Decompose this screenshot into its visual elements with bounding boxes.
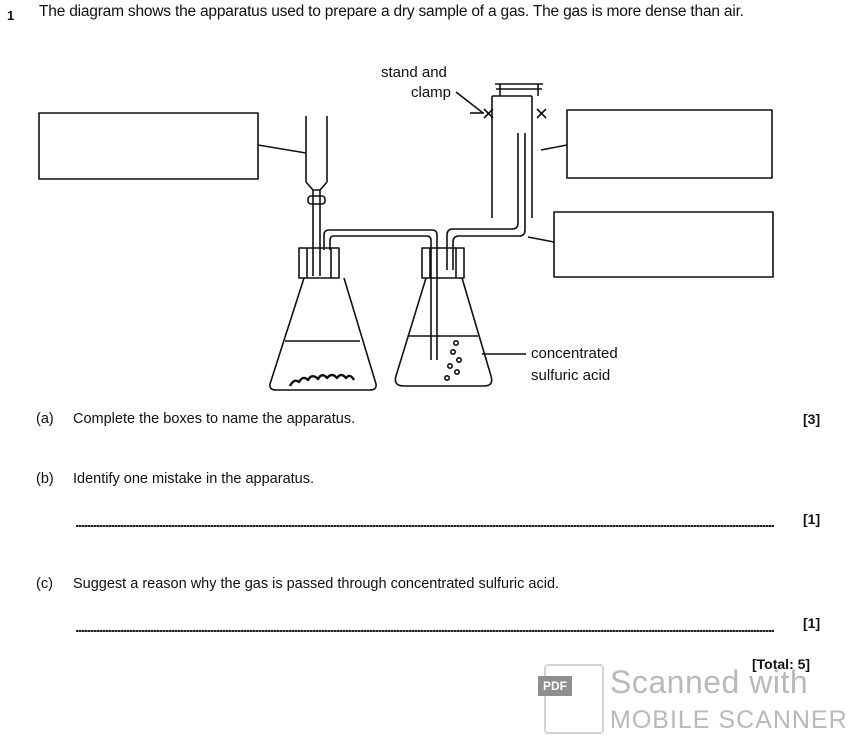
reaction-flask [269, 247, 377, 391]
part-a-text: Complete the boxes to name the apparatus… [73, 411, 356, 427]
part-b-label: (b) [36, 471, 54, 487]
label-concentrated-sulfuric-acid: concentrated sulfuric acid [531, 345, 622, 384]
document-icon [544, 664, 604, 734]
answer-box-gas-jar[interactable] [566, 109, 773, 179]
part-a-marks: [3] [803, 411, 821, 427]
part-a: (a) Complete the boxes to name the appara… [36, 411, 355, 427]
answer-line-b[interactable] [76, 525, 774, 527]
label-stand-and-clamp: stand and clamp [381, 64, 451, 101]
drying-flask [394, 247, 493, 387]
pdf-badge: PDF [538, 676, 572, 696]
part-c-marks: [1] [803, 615, 821, 631]
part-b: (b) Identify one mistake in the apparatus… [36, 471, 314, 487]
question-intro: The diagram shows the apparatus used to … [39, 3, 744, 20]
answer-line-c[interactable] [76, 630, 774, 632]
watermark-line-2: MOBILE SCANNER [610, 706, 848, 734]
part-c-text: Suggest a reason why the gas is passed t… [73, 576, 560, 592]
question-number: 1 [7, 8, 15, 23]
part-c: (c) Suggest a reason why the gas is passe… [36, 576, 559, 592]
part-a-label: (a) [36, 411, 54, 427]
answer-box-delivery-tube[interactable] [553, 211, 774, 278]
gas-jar [470, 83, 547, 218]
part-b-text: Identify one mistake in the apparatus. [73, 471, 315, 487]
part-c-label: (c) [36, 576, 53, 592]
watermark-line-1: Scanned with [610, 664, 809, 700]
apparatus-diagram: stand and clamp concentrated sulfuric ac… [38, 64, 774, 391]
part-b-marks: [1] [803, 511, 821, 527]
total-marks: [Total: 5] [752, 656, 811, 672]
scanner-watermark: PDF Scanned with MOBILE SCANNER [536, 662, 866, 740]
dropping-funnel [305, 116, 328, 276]
answer-box-funnel[interactable] [38, 112, 259, 180]
